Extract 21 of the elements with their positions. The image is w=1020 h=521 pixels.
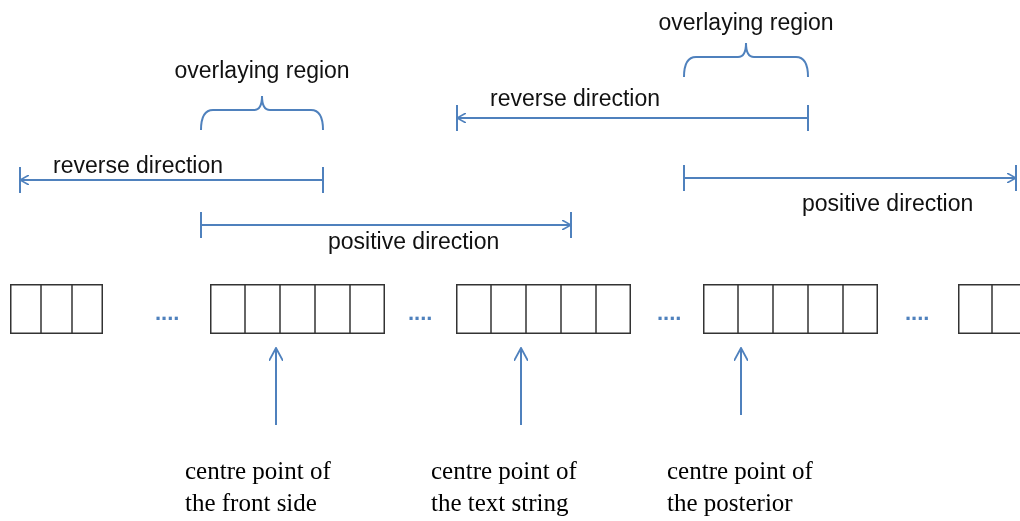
caption-text: centre point of the text string xyxy=(431,455,611,519)
arrow xyxy=(268,347,284,426)
caption-text: centre point of the front side xyxy=(185,455,365,519)
cell-strip xyxy=(456,284,631,334)
cell-strip xyxy=(703,284,878,334)
annotation-label: reverse direction xyxy=(53,152,224,178)
caption-text: centre point of the posterior xyxy=(667,455,847,519)
ellipsis-dots: .... xyxy=(905,302,930,324)
arrow xyxy=(513,347,529,426)
ellipsis-dots: .... xyxy=(155,302,180,324)
arrow xyxy=(733,347,749,416)
cell-strip xyxy=(958,284,1020,334)
ellipsis-dots: .... xyxy=(408,302,433,324)
ellipsis-dots: .... xyxy=(657,302,682,324)
annotation-label: overlaying region xyxy=(658,9,834,35)
annotation-label: positive direction xyxy=(802,190,974,216)
annotation-label: overlaying region xyxy=(174,57,350,83)
annotation-label: positive direction xyxy=(328,228,500,254)
annotation-label: reverse direction xyxy=(490,85,661,111)
cell-strip xyxy=(10,284,103,334)
cell-strip xyxy=(210,284,385,334)
